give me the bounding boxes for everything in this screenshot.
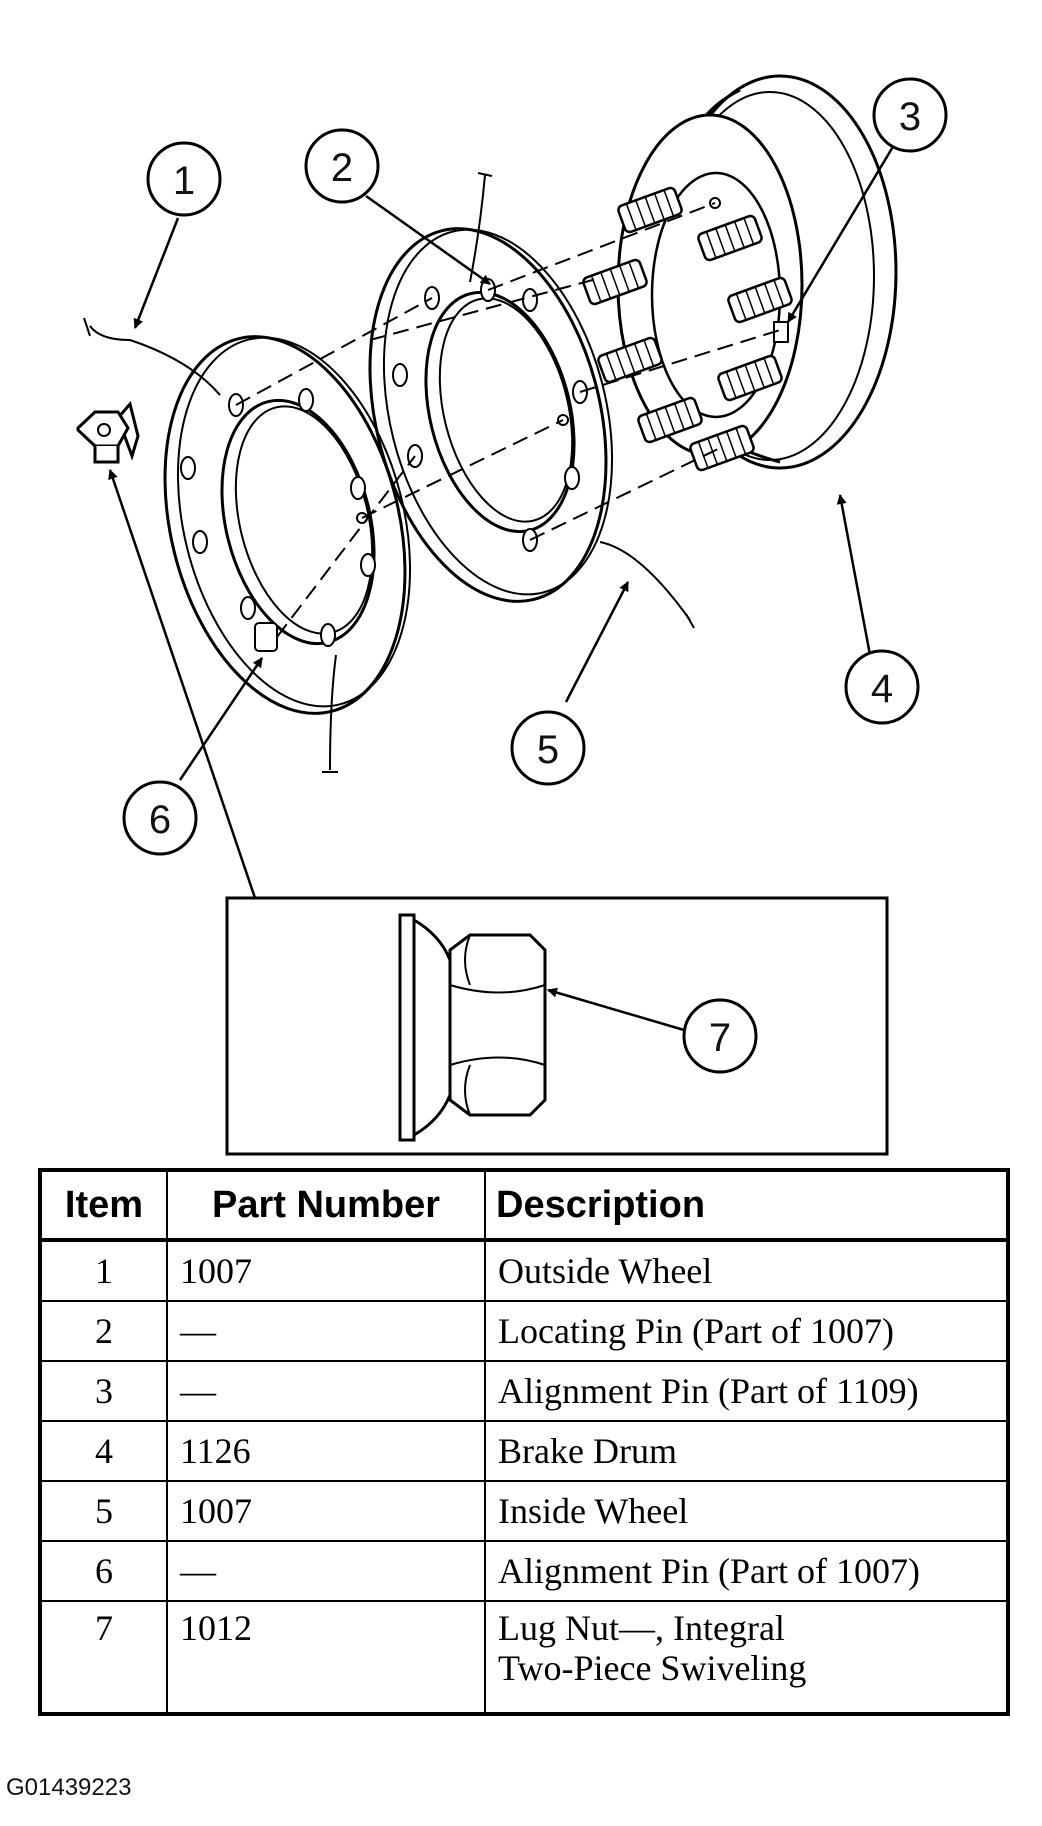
cell-part-number: 1012 xyxy=(166,1600,486,1715)
callout-label-6: 6 xyxy=(149,798,171,842)
header-item: Item xyxy=(39,1169,168,1242)
leader-arrows xyxy=(108,139,899,1032)
exploded-wheel-diagram: 1 2 3 4 5 6 7 xyxy=(76,74,948,1156)
table-row: 3 — Alignment Pin (Part of 1109) xyxy=(39,1360,1009,1422)
cell-part-number: — xyxy=(166,1360,486,1422)
table-row: 4 1126 Brake Drum xyxy=(39,1420,1009,1482)
cell-description: Lug Nut—, Integral Two-Piece Swiveling xyxy=(484,1600,1009,1715)
callout-label-3: 3 xyxy=(899,95,921,139)
table-row: 7 1012 Lug Nut—, Integral Two-Piece Swiv… xyxy=(39,1600,1009,1715)
callout-circle-7 xyxy=(682,998,758,1074)
header-part-number: Part Number xyxy=(166,1169,486,1242)
parts-table: Item Part Number Description 1 1007 Outs… xyxy=(38,1168,1010,1716)
cell-item: 6 xyxy=(39,1540,168,1602)
lug-nut-detail xyxy=(398,913,547,1142)
table-row: 1 1007 Outside Wheel xyxy=(39,1239,1009,1302)
figure-code: G01439223 xyxy=(6,1774,132,1801)
callout-label-4: 4 xyxy=(871,667,893,711)
callout-circle-5 xyxy=(510,710,586,786)
cell-description: Outside Wheel xyxy=(484,1239,1009,1302)
outside-wheel xyxy=(163,335,412,715)
table-row: 6 — Alignment Pin (Part of 1007) xyxy=(39,1540,1009,1602)
callout-label-1: 1 xyxy=(173,159,195,203)
callout-label-2: 2 xyxy=(331,146,353,190)
cell-item: 5 xyxy=(39,1480,168,1542)
callout-circle-6 xyxy=(122,780,198,856)
cell-description: Brake Drum xyxy=(484,1420,1009,1482)
cell-part-number: — xyxy=(166,1540,486,1602)
cell-part-number: 1007 xyxy=(166,1239,486,1302)
table-row: 2 — Locating Pin (Part of 1007) xyxy=(39,1300,1009,1362)
cell-part-number: 1007 xyxy=(166,1480,486,1542)
table-row: 5 1007 Inside Wheel xyxy=(39,1480,1009,1542)
callout-circle-1 xyxy=(146,141,222,217)
cell-description: Inside Wheel xyxy=(484,1480,1009,1542)
cell-description: Alignment Pin (Part of 1109) xyxy=(484,1360,1009,1422)
cell-item: 3 xyxy=(39,1360,168,1422)
callout-circle-2 xyxy=(304,128,380,204)
lug-nut-detail-panel xyxy=(225,896,889,1156)
cell-description: Locating Pin (Part of 1007) xyxy=(484,1300,1009,1362)
callout-circle-3 xyxy=(872,77,948,153)
cell-part-number: 1126 xyxy=(166,1420,486,1482)
assembly-lines xyxy=(235,202,781,638)
callout-labels: 1 2 3 4 5 6 7 xyxy=(149,95,921,1060)
callouts xyxy=(122,77,948,1074)
cell-item: 2 xyxy=(39,1300,168,1362)
callout-circle-4 xyxy=(844,649,920,725)
table-header-row: Item Part Number Description xyxy=(39,1169,1009,1242)
cell-description: Alignment Pin (Part of 1007) xyxy=(484,1540,1009,1602)
callout-label-5: 5 xyxy=(537,728,559,772)
header-description: Description xyxy=(484,1169,1009,1242)
inside-wheel xyxy=(368,227,614,603)
cell-item: 7 xyxy=(39,1600,168,1715)
wheel-studs xyxy=(582,186,793,472)
cell-part-number: — xyxy=(166,1300,486,1362)
callout-label-7: 7 xyxy=(709,1016,731,1060)
lug-nut-small xyxy=(76,400,140,464)
cell-item: 1 xyxy=(39,1239,168,1302)
cell-item: 4 xyxy=(39,1420,168,1482)
